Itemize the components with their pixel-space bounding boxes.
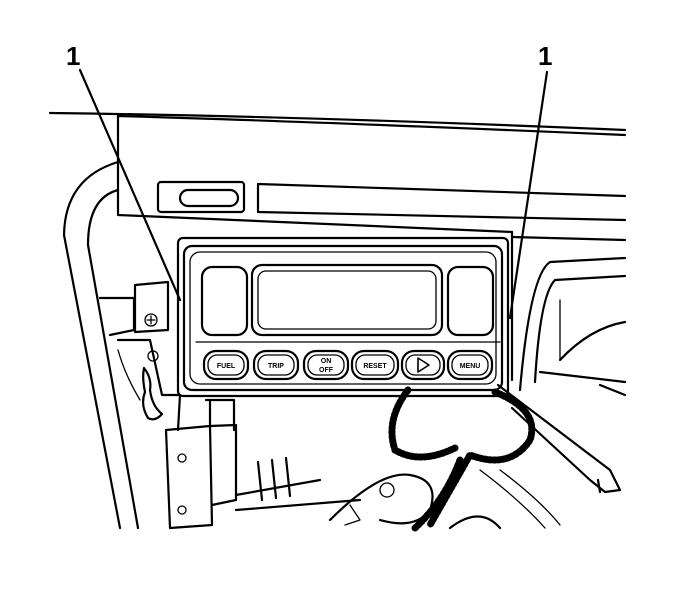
left-pillar-trim: [62, 160, 182, 530]
trip-button-label: TRIP: [268, 363, 284, 370]
right-vent-opening: [496, 256, 627, 494]
reset-button[interactable]: RESET: [350, 349, 400, 381]
trip-button[interactable]: TRIP: [252, 349, 300, 381]
main-display-window: [250, 263, 444, 337]
next-button[interactable]: [400, 349, 446, 381]
reset-button-label: RESET: [363, 363, 387, 370]
on-off-button[interactable]: ON OFF: [302, 349, 350, 381]
callout-number-left: 1: [66, 41, 80, 71]
menu-button[interactable]: MENU: [446, 349, 494, 381]
on-off-button-label-off: OFF: [319, 367, 334, 374]
lower-bracket: [164, 398, 434, 530]
menu-button-label: MENU: [460, 363, 481, 370]
callout-number-right: 1: [538, 41, 552, 71]
callout-leaders: [78, 68, 549, 320]
wiring-harness: [388, 386, 561, 532]
right-arrow-icon: [417, 357, 430, 373]
fuel-button[interactable]: FUEL: [202, 349, 250, 381]
dashboard-outline: [48, 111, 627, 382]
fuel-button-label: FUEL: [217, 363, 236, 370]
right-display-window: [446, 265, 495, 337]
left-display-window: [200, 265, 249, 337]
trip-computer-module: FUEL TRIP ON OFF RESET MENU: [176, 236, 510, 398]
on-off-button-label-on: ON: [321, 358, 332, 365]
